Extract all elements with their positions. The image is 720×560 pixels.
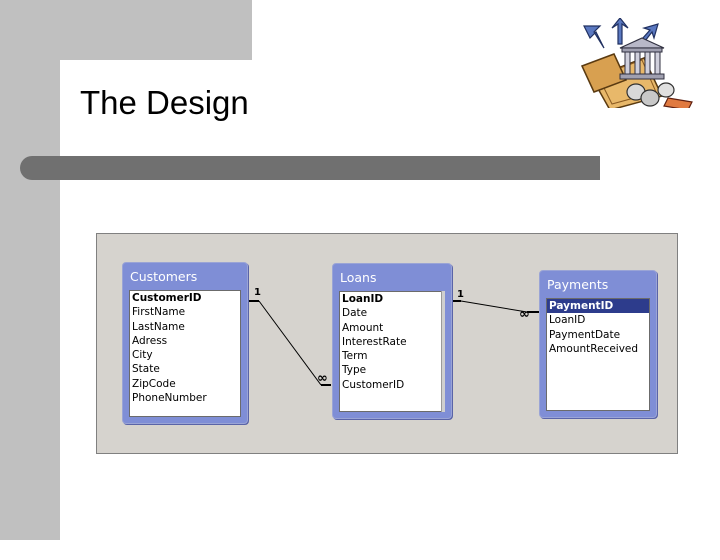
slide-title: The Design [80, 84, 249, 121]
left-band [0, 0, 60, 540]
field-item[interactable]: LoanID [549, 314, 586, 327]
field-list[interactable]: PaymentID LoanID PaymentDate AmountRecei… [546, 298, 650, 411]
field-item[interactable]: FirstName [132, 306, 186, 319]
relationship-one-label: 1 [457, 289, 464, 300]
field-item[interactable]: LoanID [342, 293, 384, 305]
field-item[interactable]: PhoneNumber [132, 392, 207, 405]
relationship-many-label: ∞ [317, 371, 328, 386]
bank-finance-icon [580, 18, 693, 108]
relationship-many-label: ∞ [519, 307, 530, 322]
scrollbar[interactable] [441, 291, 445, 412]
relationship-one-label: 1 [254, 287, 261, 298]
table-loans[interactable]: Loans LoanID Date Amount InterestRate Te… [332, 263, 452, 419]
field-item[interactable]: AmountReceived [549, 342, 639, 355]
field-item[interactable]: CustomerID [342, 378, 405, 391]
top-band [0, 0, 252, 60]
field-item[interactable]: LastName [132, 320, 185, 333]
field-item[interactable]: Date [342, 307, 368, 320]
field-item[interactable]: City [132, 349, 153, 362]
field-item[interactable]: InterestRate [342, 335, 407, 348]
table-payments[interactable]: Payments PaymentID LoanID PaymentDate Am… [539, 270, 657, 418]
table-title: Payments [547, 277, 609, 292]
field-item[interactable]: State [132, 363, 160, 376]
field-item[interactable]: Type [342, 364, 367, 377]
field-item[interactable]: Amount [342, 321, 384, 334]
field-item[interactable]: ZipCode [132, 377, 176, 390]
table-title: Loans [340, 270, 377, 285]
field-list[interactable]: CustomerID FirstName LastName Adress Cit… [129, 290, 241, 417]
field-item[interactable]: PaymentDate [549, 328, 621, 341]
title-divider-bar [20, 156, 600, 180]
relationships-diagram: 1 ∞ 1 ∞ Customers CustomerID FirstName L… [96, 233, 678, 454]
field-item-selected[interactable]: PaymentID [547, 299, 649, 314]
field-list[interactable]: LoanID Date Amount InterestRate Term Typ… [339, 291, 445, 412]
table-customers[interactable]: Customers CustomerID FirstName LastName … [122, 262, 248, 424]
relationship-lines [247, 300, 539, 386]
field-item[interactable]: Adress [132, 334, 168, 347]
field-item[interactable]: CustomerID [132, 292, 202, 304]
field-item[interactable]: Term [342, 350, 368, 363]
table-title: Customers [130, 269, 198, 284]
